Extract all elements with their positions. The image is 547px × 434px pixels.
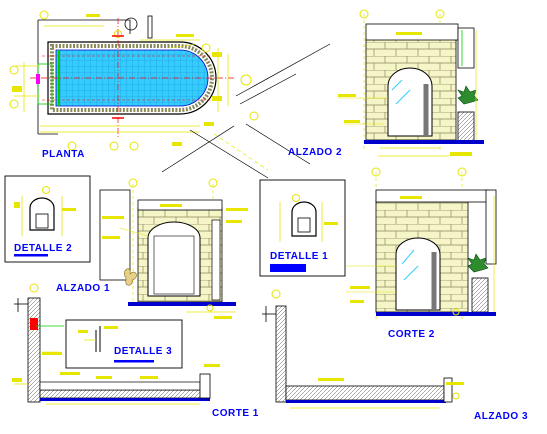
detalle-2-view bbox=[4, 175, 91, 263]
view-title-alzado-3: ALZADO 3 bbox=[474, 411, 528, 422]
alzado-1-view bbox=[99, 178, 248, 319]
view-title-detalle-3: DETALLE 3 bbox=[114, 346, 173, 357]
view-title-alzado-2: ALZADO 2 bbox=[288, 147, 342, 158]
view-title-detalle-2: DETALLE 2 bbox=[14, 243, 73, 254]
corte-1-view bbox=[12, 283, 220, 405]
plant-icon-2 bbox=[467, 253, 489, 273]
connector-lines bbox=[161, 43, 331, 179]
view-title-alzado-1: ALZADO 1 bbox=[56, 283, 110, 294]
alzado-3-view bbox=[262, 289, 464, 409]
corte-2-view bbox=[346, 167, 497, 320]
plant-icon bbox=[457, 85, 479, 105]
view-title-corte-1: CORTE 1 bbox=[212, 408, 259, 419]
view-title-detalle-1: DETALLE 1 bbox=[270, 251, 329, 262]
planta-view bbox=[9, 10, 259, 151]
alzado-2-view bbox=[338, 9, 484, 157]
detalle-3-view bbox=[65, 319, 183, 369]
view-title-planta: PLANTA bbox=[42, 149, 85, 160]
detalle-1-view bbox=[259, 179, 346, 277]
view-title-corte-2: CORTE 2 bbox=[388, 329, 435, 340]
